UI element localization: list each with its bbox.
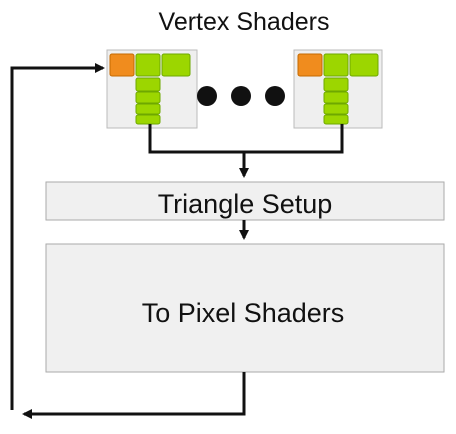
ellipsis-dot-icon — [265, 86, 285, 106]
merge-connector-line — [148, 124, 344, 154]
feedback-loop-return-line — [10, 63, 105, 410]
green-block-icon — [323, 103, 349, 115]
triangle-setup-box — [45, 181, 445, 221]
green-block-icon — [135, 103, 161, 115]
green-block-icon — [323, 53, 349, 77]
vertex-shader-unit-right — [293, 49, 383, 129]
title-vertex-shaders: Vertex Shaders — [159, 8, 330, 36]
green-block-icon — [323, 114, 349, 125]
orange-block-icon — [109, 53, 135, 77]
feedback-loop-line — [22, 372, 246, 419]
green-block-icon — [135, 77, 161, 92]
ellipsis-dot-icon — [231, 86, 251, 106]
ellipsis-dot-icon — [197, 86, 217, 106]
vertex-shader-unit-left — [106, 49, 198, 129]
green-block-icon — [323, 91, 349, 104]
green-block-icon — [323, 77, 349, 92]
triangle-setup-label: Triangle Setup — [158, 189, 333, 219]
green-block-icon — [135, 53, 161, 77]
green-block-icon — [349, 53, 379, 77]
green-block-icon — [135, 114, 161, 125]
pixel-shaders-label: To Pixel Shaders — [142, 298, 345, 328]
green-block-icon — [135, 91, 161, 104]
pixel-shaders-box — [45, 243, 445, 373]
green-block-icon — [161, 53, 191, 77]
orange-block-icon — [297, 53, 323, 77]
